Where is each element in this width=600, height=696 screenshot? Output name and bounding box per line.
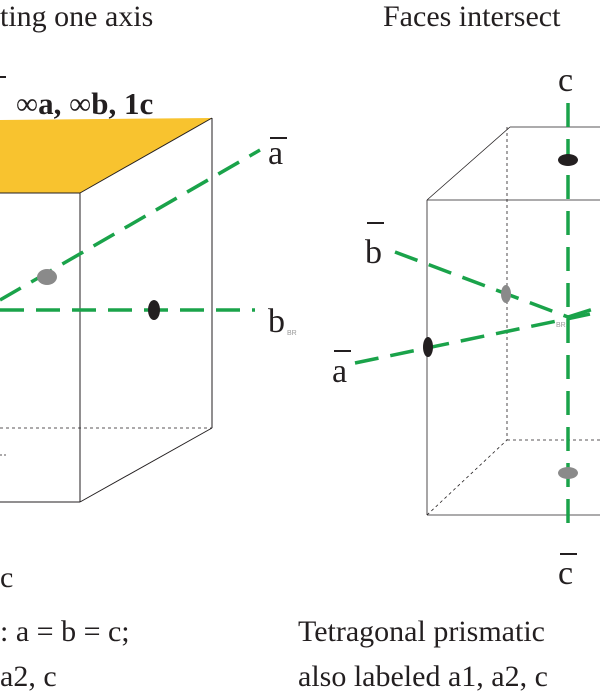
right-heading: Faces intersect — [383, 0, 561, 33]
right-axis-b-line — [394, 250, 569, 319]
left-caption-line2: : a = b = c; — [0, 615, 130, 648]
left-axis-a-label: a — [268, 135, 284, 172]
left-diagonal-edge-top — [79, 117, 213, 194]
left-intercept-b — [148, 300, 160, 320]
left-axis-a-bar — [270, 137, 287, 139]
right-axis-b-line-end — [567, 305, 600, 319]
face-label-infinity-1: ∞ — [16, 86, 39, 121]
left-crystal — [0, 117, 261, 503]
left-origin-mark: BR — [287, 330, 297, 337]
left-heading: ting one axis — [0, 0, 154, 33]
face-label-infinity-2: ∞ — [69, 86, 92, 121]
right-axis-b-label: b — [365, 234, 382, 271]
right-intercept-b — [501, 285, 511, 303]
left-face-label-fragment — [0, 72, 6, 94]
right-intercept-c-top — [558, 154, 578, 166]
left-top-face-fill — [0, 118, 212, 193]
face-label-sep-1: , — [53, 86, 70, 121]
right-axis-c-bar — [560, 553, 577, 555]
right-axis-a-bar — [334, 350, 351, 352]
right-axis-b-bar — [367, 222, 384, 224]
face-label-a: a — [38, 86, 54, 121]
right-axis-c-bottom-label: c — [558, 555, 574, 592]
left-diagonal-edge-bottom — [79, 427, 213, 503]
right-origin-mark: BR — [556, 322, 566, 329]
right-intercept-c-bottom — [558, 467, 578, 479]
right-axis-c-top-label: c — [558, 62, 574, 99]
face-label-c: 1c — [123, 86, 154, 121]
right-axis-a-label: a — [332, 353, 348, 390]
left-intercept-a — [37, 269, 57, 285]
right-hidden-diagonal — [426, 439, 508, 516]
right-crystal — [354, 103, 600, 535]
right-top-left-edge — [426, 126, 511, 201]
right-axis-a-line — [354, 310, 600, 365]
left-caption-line1: c — [0, 561, 14, 594]
right-intercept-a — [423, 337, 433, 357]
face-label-b: b — [91, 86, 109, 121]
left-axis-b-label: b — [268, 303, 285, 340]
face-label-sep-2: , — [108, 86, 124, 121]
right-caption-line1: Tetragonal prismatic — [298, 615, 545, 648]
right-caption-line2: also labeled a1, a2, c — [298, 660, 548, 693]
left-caption-line3: a2, c — [0, 660, 57, 693]
left-face-label: ∞a, ∞b, 1c — [16, 88, 153, 119]
